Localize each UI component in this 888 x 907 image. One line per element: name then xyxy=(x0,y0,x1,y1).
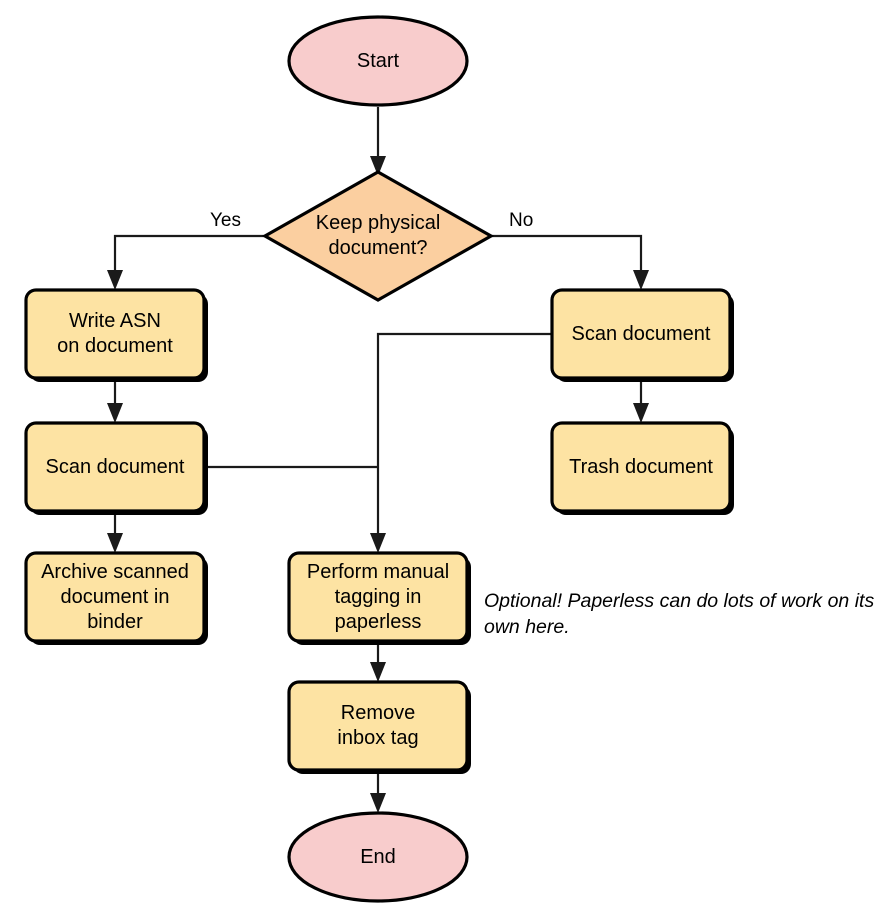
node-remove-inbox-tag[interactable] xyxy=(287,680,469,772)
node-perform-manual-tagging[interactable] xyxy=(287,551,469,643)
node-archive-in-binder[interactable] xyxy=(24,551,206,643)
edge-label-yes: Yes xyxy=(210,210,241,231)
optional-note: Optional! Paperless can do lots of work … xyxy=(484,590,875,638)
node-scan-document-left[interactable] xyxy=(24,421,206,513)
edge-label-no: No xyxy=(509,210,534,231)
node-start[interactable] xyxy=(287,15,469,107)
edge-scanright-to-manualtag xyxy=(370,332,552,553)
edge-scanleft-to-archive xyxy=(107,511,123,553)
edge-start-to-decision xyxy=(370,107,386,176)
edge-manualtag-to-remove xyxy=(370,641,386,682)
edge-writeasn-to-scanleft xyxy=(107,378,123,423)
node-trash-document[interactable] xyxy=(550,421,732,513)
edges-group xyxy=(107,107,649,813)
edge-decision-no xyxy=(491,234,649,290)
edge-scanright-to-trash xyxy=(633,378,649,423)
node-scan-document-right[interactable] xyxy=(550,288,732,380)
node-decision-keep-physical-document[interactable] xyxy=(261,170,495,302)
edge-remove-to-end xyxy=(370,770,386,813)
nodes-group xyxy=(24,15,734,903)
node-end[interactable] xyxy=(287,811,469,903)
node-write-asn[interactable] xyxy=(24,288,206,380)
edge-decision-yes xyxy=(107,234,265,290)
